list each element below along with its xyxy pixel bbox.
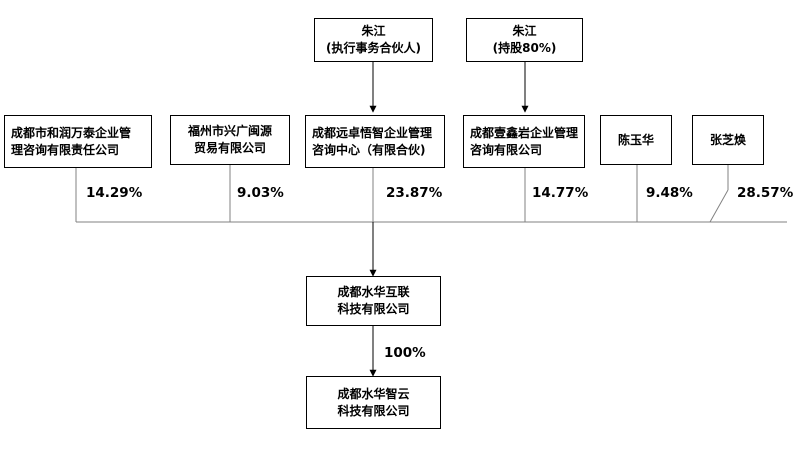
ownership-percent: 9.48% xyxy=(646,185,693,201)
shareholder-6-slant xyxy=(709,189,729,223)
shareholder-box-6: 张芝焕 xyxy=(692,115,764,165)
shareholder-name-line: 贸易有限公司 xyxy=(193,141,266,155)
shareholder-name-line: 张芝焕 xyxy=(709,132,746,147)
controller-role: (执行事务合伙人) xyxy=(326,41,421,55)
shareholder-name-line: 成都远卓悟智企业管理 xyxy=(312,125,433,140)
subsidiary-name-line: 成都水华智云 xyxy=(337,386,410,401)
controller-box-1: 朱江 (执行事务合伙人) xyxy=(314,18,433,62)
shareholder-name-line: 福州市兴广闽源 xyxy=(187,124,272,138)
parent-name-line: 科技有限公司 xyxy=(337,302,410,316)
shareholder-box-1: 成都市和润万泰企业管 理咨询有限责任公司 xyxy=(4,115,152,168)
controller-name: 朱江 xyxy=(361,24,386,38)
ownership-percent: 23.87% xyxy=(386,185,443,201)
controller-box-2: 朱江 (持股80%) xyxy=(466,18,583,62)
ownership-percent: 14.29% xyxy=(86,185,143,201)
shareholder-name-line: 成都壹鑫岩企业管理 xyxy=(470,125,579,140)
parent-company-box: 成都水华互联 科技有限公司 xyxy=(306,276,441,326)
shareholder-name-line: 理咨询有限责任公司 xyxy=(11,142,120,157)
subsidiary-name-line: 科技有限公司 xyxy=(337,403,410,418)
shareholder-box-3: 成都远卓悟智企业管理 咨询中心（有限合伙) xyxy=(305,115,445,168)
shareholder-box-5: 陈玉华 xyxy=(600,115,672,165)
subsidiary-company-box: 成都水华智云 科技有限公司 xyxy=(306,376,441,429)
shareholder-name-line: 陈玉华 xyxy=(617,132,654,147)
subsidiary-ownership-percent: 100% xyxy=(384,345,426,361)
ownership-percent: 28.57% xyxy=(737,185,794,201)
shareholder-name-line: 咨询中心（有限合伙) xyxy=(312,142,426,157)
controller-role: (持股80%) xyxy=(492,41,557,55)
parent-name-line: 成都水华互联 xyxy=(337,285,410,299)
shareholder-box-4: 成都壹鑫岩企业管理 咨询有限公司 xyxy=(463,115,585,168)
ownership-percent: 9.03% xyxy=(237,185,284,201)
shareholder-box-2: 福州市兴广闽源 贸易有限公司 xyxy=(170,115,290,165)
ownership-percent: 14.77% xyxy=(532,185,589,201)
shareholder-name-line: 咨询有限公司 xyxy=(470,142,543,157)
controller-name: 朱江 xyxy=(512,24,537,38)
shareholder-name-line: 成都市和润万泰企业管 xyxy=(11,125,132,140)
